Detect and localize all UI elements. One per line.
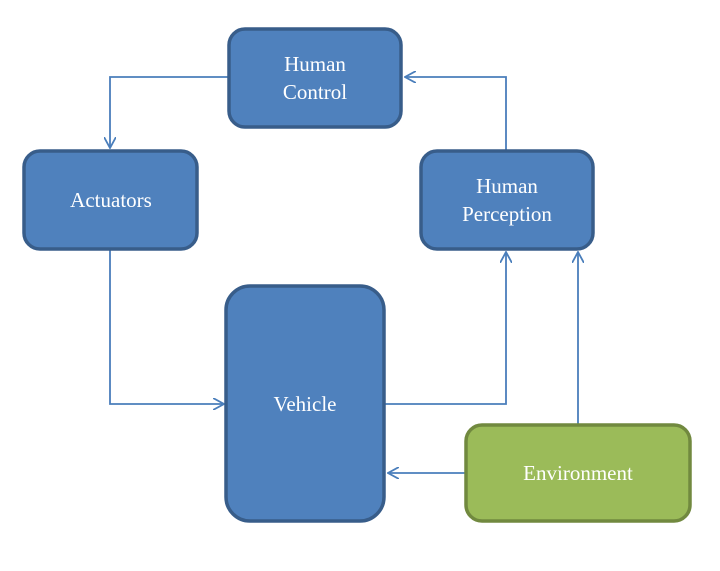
actuators-label-line: Actuators	[70, 188, 152, 212]
human-control-label-line: Control	[283, 80, 347, 104]
human-perception-label-line: Perception	[462, 202, 552, 226]
arrow-vehicle-to-perception	[385, 252, 506, 405]
svg-text:Environment: Environment	[523, 461, 633, 485]
actuators-node: Actuators	[22, 149, 199, 251]
vehicle-label-line: Vehicle	[274, 392, 337, 416]
svg-text:Vehicle: Vehicle	[274, 392, 337, 416]
arrow-control-to-actuators	[110, 76, 229, 148]
environment-label-line: Environment	[523, 461, 633, 485]
human-control-label-line: Human	[284, 52, 346, 76]
svg-text:Actuators: Actuators	[70, 188, 152, 212]
vehicle-node: Vehicle	[224, 284, 386, 523]
human-perception-label-line: Human	[476, 174, 538, 198]
environment-node: Environment	[464, 423, 692, 523]
arrow-actuators-to-vehicle	[109, 250, 224, 404]
arrow-perception-to-control	[405, 77, 507, 150]
